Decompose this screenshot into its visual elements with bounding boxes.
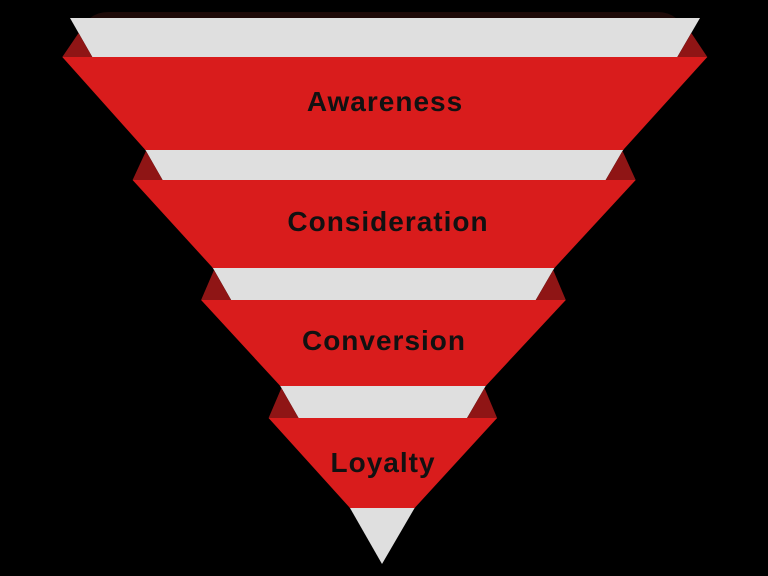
stage-band-consideration (132, 180, 636, 268)
ribbon-fold-right-conversion (535, 270, 566, 300)
stage-band-conversion (201, 300, 566, 386)
funnel-background-triangle (70, 18, 700, 564)
stage-band-awareness (62, 57, 708, 150)
ribbon-fold-left-consideration (132, 151, 163, 180)
ribbon-fold-left-awareness (62, 33, 93, 57)
stage-label-conversion: Conversion (302, 325, 466, 356)
ribbon-fold-left-loyalty (268, 388, 299, 418)
stage-band-loyalty (268, 418, 498, 508)
ribbon-fold-right-loyalty (467, 388, 498, 418)
ribbon-fold-right-awareness (677, 33, 708, 57)
stage-label-consideration: Consideration (287, 206, 488, 237)
ribbon-fold-right-consideration (605, 151, 636, 180)
stage-label-loyalty: Loyalty (330, 447, 435, 478)
stage-label-awareness: Awareness (307, 86, 463, 117)
ribbon-fold-left-conversion (201, 270, 232, 300)
